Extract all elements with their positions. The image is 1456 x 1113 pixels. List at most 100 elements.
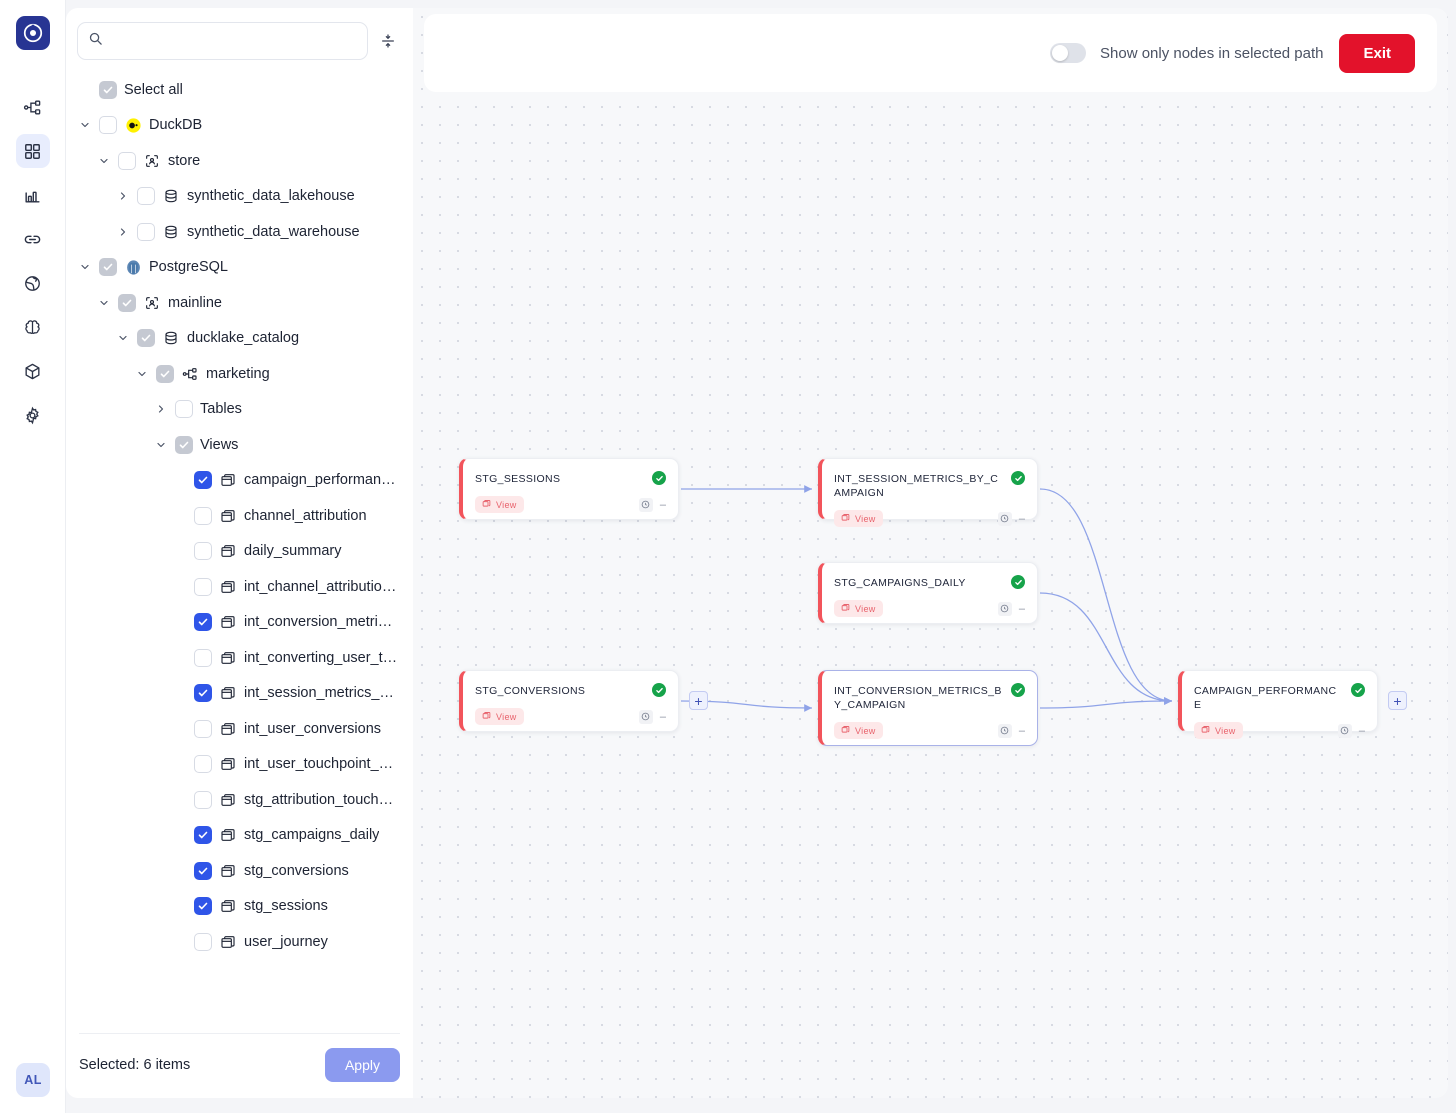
icon-rail: AL	[0, 0, 66, 1113]
tree-item-int-session-metrics[interactable]: int_session_metrics_…	[66, 676, 413, 712]
avatar[interactable]: AL	[16, 1063, 50, 1097]
checkbox-partial[interactable]	[175, 435, 193, 454]
tree-item-user-journey[interactable]: user_journey	[66, 924, 413, 960]
chevron-down-icon[interactable]	[116, 331, 130, 345]
tree-item-select-all[interactable]: Select all	[66, 72, 413, 108]
rail-item-cube-icon[interactable]	[16, 354, 50, 388]
checkbox-partial[interactable]	[137, 329, 155, 348]
tree-item-int-conversion-metri[interactable]: int_conversion_metri…	[66, 605, 413, 641]
collapse-all-icon[interactable]	[376, 29, 400, 53]
node-type-label: View	[496, 711, 517, 722]
tree-item-mainline[interactable]: mainline	[66, 285, 413, 321]
checkbox-checked[interactable]	[194, 613, 212, 632]
checkbox-unchecked[interactable]	[194, 506, 212, 525]
tree-item-int-user-conversions[interactable]: int_user_conversions	[66, 711, 413, 747]
chevron-right-icon[interactable]	[116, 189, 130, 203]
tree-item-marketing[interactable]: marketing	[66, 356, 413, 392]
checkbox-checked[interactable]	[194, 471, 212, 490]
tree-item-ducklake-catalog[interactable]: ducklake_catalog	[66, 321, 413, 357]
node-footer: View–	[834, 600, 1025, 617]
tree-item-channel-attribution[interactable]: channel_attribution	[66, 498, 413, 534]
tree-item-stg-attribution-touch[interactable]: stg_attribution_touch…	[66, 782, 413, 818]
checkbox-unchecked[interactable]	[175, 400, 193, 419]
checkbox-checked[interactable]	[194, 826, 212, 845]
checkbox-partial[interactable]	[99, 80, 117, 99]
checkbox-unchecked[interactable]	[99, 116, 117, 135]
checkbox-checked[interactable]	[194, 684, 212, 703]
tree-item-views[interactable]: Views	[66, 427, 413, 463]
tree-item-campaign-performan[interactable]: campaign_performan…	[66, 463, 413, 499]
clock-icon[interactable]	[638, 497, 653, 512]
chevron-down-icon[interactable]	[154, 438, 168, 452]
rail-item-gear-icon[interactable]	[16, 398, 50, 432]
checkbox-partial[interactable]	[118, 293, 136, 312]
clock-icon[interactable]	[638, 709, 653, 724]
chevron-down-icon[interactable]	[78, 260, 92, 274]
apply-button[interactable]: Apply	[324, 1048, 400, 1082]
expand-downstream-button-campaign_performance[interactable]: +	[1388, 691, 1407, 710]
tree-item-postgresql[interactable]: PostgreSQL	[66, 250, 413, 286]
tree-item-stg-sessions[interactable]: stg_sessions	[66, 889, 413, 925]
search-input[interactable]	[111, 33, 357, 49]
show-only-selected-path-toggle[interactable]	[1050, 43, 1086, 63]
checkbox-unchecked[interactable]	[194, 542, 212, 561]
tree-item-store[interactable]: store	[66, 143, 413, 179]
rail-item-globe-icon[interactable]	[16, 266, 50, 300]
tree-item-duckdb[interactable]: DuckDB	[66, 108, 413, 144]
tree-item-int-channel-attributio[interactable]: int_channel_attributio…	[66, 569, 413, 605]
edge-layer	[680, 485, 1173, 712]
tree-item-synthetic-data-warehouse[interactable]: synthetic_data_warehouse	[66, 214, 413, 250]
checkbox-unchecked[interactable]	[194, 577, 212, 596]
chevron-down-icon[interactable]	[97, 296, 111, 310]
tree-item-int-user-touchpoint[interactable]: int_user_touchpoint_…	[66, 747, 413, 783]
checkbox-checked[interactable]	[194, 897, 212, 916]
checkbox-unchecked[interactable]	[194, 755, 212, 774]
checkbox-unchecked[interactable]	[194, 790, 212, 809]
chevron-down-icon[interactable]	[97, 154, 111, 168]
checkbox-checked[interactable]	[194, 861, 212, 880]
rail-item-lineage-hierarchy-icon[interactable]	[16, 90, 50, 124]
view-icon	[219, 542, 237, 560]
rail-item-brain-icon[interactable]	[16, 310, 50, 344]
checkbox-unchecked[interactable]	[194, 932, 212, 951]
app-logo-icon[interactable]	[15, 16, 50, 50]
exit-button[interactable]: Exit	[1339, 33, 1415, 73]
clock-icon[interactable]	[997, 723, 1012, 738]
rail-item-grid-dashboard-icon[interactable]	[15, 134, 50, 168]
schema-icon	[181, 365, 199, 383]
tree-item-int-converting-user-t[interactable]: int_converting_user_t…	[66, 640, 413, 676]
search-box[interactable]	[77, 22, 368, 60]
tree-item-tables[interactable]: Tables	[66, 392, 413, 428]
node-title: STG_CONVERSIONS	[475, 685, 586, 697]
chevron-down-icon[interactable]	[135, 367, 149, 381]
tree-item-stg-conversions[interactable]: stg_conversions	[66, 853, 413, 889]
checkbox-unchecked[interactable]	[194, 648, 212, 667]
checkbox-unchecked[interactable]	[194, 719, 212, 738]
view-icon	[219, 613, 237, 631]
clock-icon[interactable]	[997, 601, 1012, 616]
expand-downstream-button-stg_conversions[interactable]: +	[689, 691, 708, 710]
chevron-right-icon[interactable]	[154, 402, 168, 416]
tree-item-stg-campaigns-daily[interactable]: stg_campaigns_daily	[66, 818, 413, 854]
checkbox-unchecked[interactable]	[137, 222, 155, 241]
checkbox-partial[interactable]	[99, 258, 117, 277]
chevron-right-icon[interactable]	[116, 225, 130, 239]
tree-item-daily-summary[interactable]: daily_summary	[66, 534, 413, 570]
clock-icon[interactable]	[1337, 723, 1352, 738]
rail-item-link-icon[interactable]	[16, 222, 50, 256]
chevron-down-icon[interactable]	[78, 118, 92, 132]
checkbox-unchecked[interactable]	[137, 187, 155, 206]
clock-icon[interactable]	[997, 511, 1012, 526]
connection-icon	[143, 152, 161, 170]
rail-item-bar-chart-icon[interactable]	[16, 178, 50, 212]
checkbox-partial[interactable]	[156, 364, 174, 383]
tree-item-synthetic-data-lakehouse[interactable]: synthetic_data_lakehouse	[66, 179, 413, 215]
checkbox-unchecked[interactable]	[118, 151, 136, 170]
